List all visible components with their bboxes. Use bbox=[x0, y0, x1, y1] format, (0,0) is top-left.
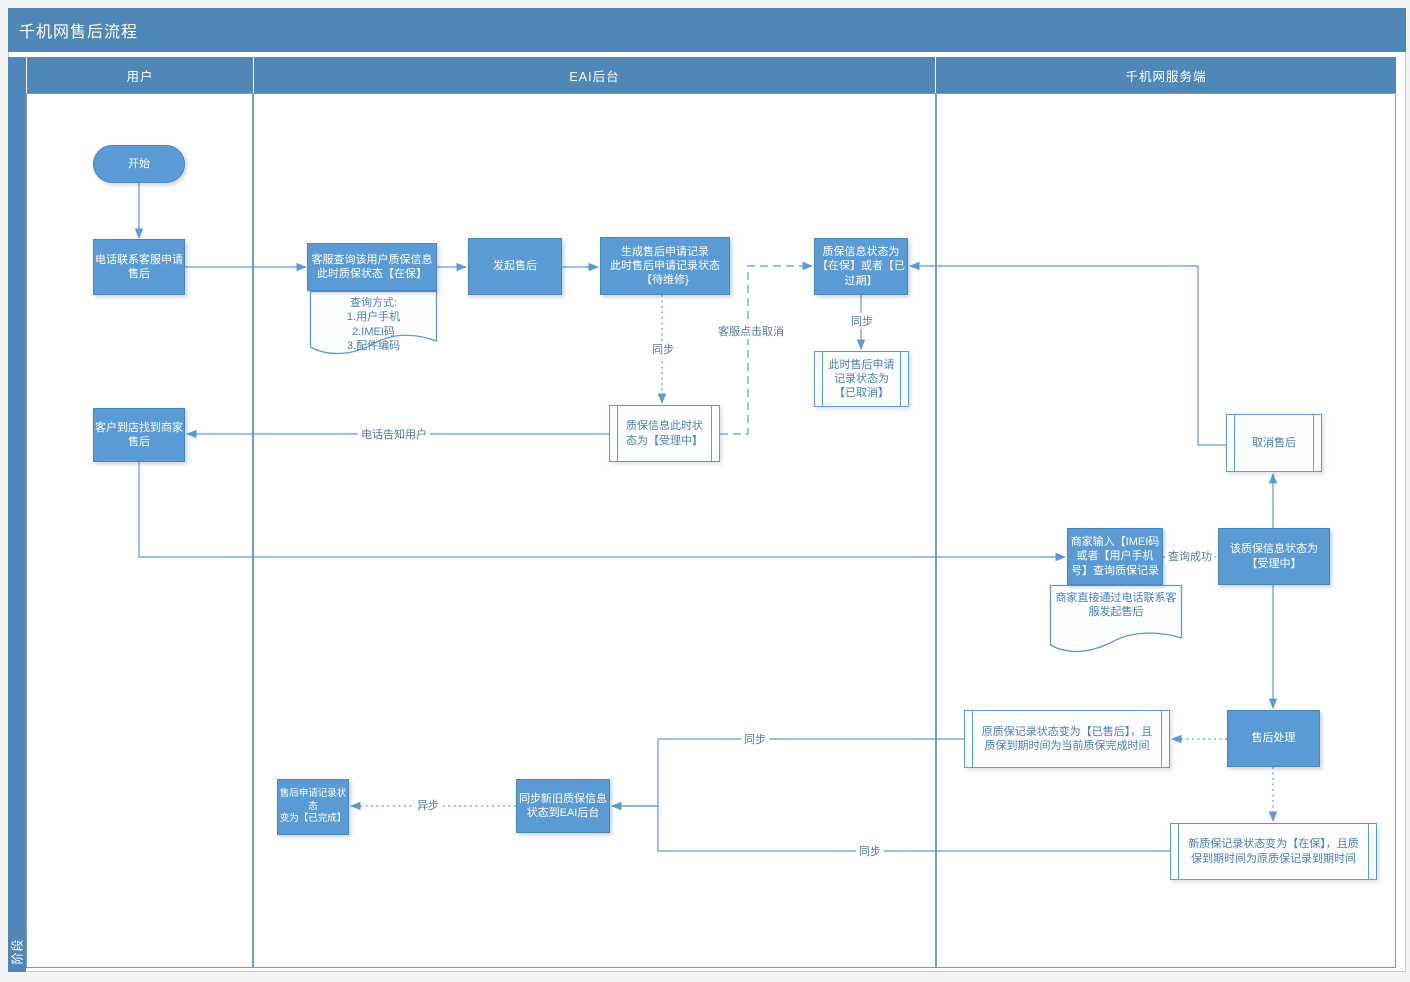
node-handle-label: 售后处理 bbox=[1251, 732, 1296, 745]
node-warranty-accepting-label: 质保信息此时状 态为【受理中】 bbox=[626, 420, 703, 447]
node-new-record: 新质保记录状态变为【在保】，且质 保到期时间为原质保记录到期时间 bbox=[1170, 823, 1377, 880]
node-record-done: 售后申请记录状态 变为【已完成】 bbox=[277, 779, 349, 835]
node-query-warranty-label: 客服查询该用户质保信息 此时质保状态【在保】 bbox=[311, 253, 433, 280]
lane-body-user bbox=[26, 93, 253, 968]
node-record-done-label: 售后申请记录状态 变为【已完成】 bbox=[279, 788, 347, 825]
diagram-title: 千机网售后流程 bbox=[19, 24, 139, 41]
document-merchant-phone-text: 商家直接通过电话联系客 服发起售后 bbox=[1055, 592, 1177, 619]
edge-label-sync-2: 同步 bbox=[848, 313, 876, 329]
phase-label: 阶段 bbox=[10, 938, 25, 965]
node-new-record-label: 新质保记录状态变为【在保】，且质 保到期时间为原质保记录到期时间 bbox=[1188, 838, 1359, 865]
node-initiate: 发起售后 bbox=[468, 238, 562, 295]
edge-label-phone-notify: 电话告知用户 bbox=[358, 426, 430, 442]
node-initiate-label: 发起售后 bbox=[493, 260, 537, 273]
node-record-cancelled-label: 此时售后申请 记录状态为 【已取消】 bbox=[828, 358, 895, 400]
document-query-methods-text: 查询方式: 1.用户手机 2.IMEI码 3.配件编码 bbox=[346, 297, 401, 352]
phase-strip: 阶段 bbox=[8, 57, 26, 972]
node-warranty-status-label: 质保信息状态为 【在保】或者【已 过期】 bbox=[817, 246, 905, 287]
node-visit-store: 客户到店找到商家 售后 bbox=[93, 408, 185, 462]
node-call-service-label: 电话联系客服申请 售后 bbox=[95, 253, 183, 280]
lane-header-user-label: 用户 bbox=[126, 69, 154, 84]
node-orig-record-label: 原质保记录状态变为【已售后】，且 质保到期时间为当前质保完成时间 bbox=[981, 725, 1153, 752]
node-merchant-input: 商家输入【IMEI码 或者【用户手机 号】查询质保记录 bbox=[1067, 528, 1163, 585]
edge-label-sync-3: 同步 bbox=[741, 731, 769, 747]
node-start-label: 开始 bbox=[128, 157, 150, 170]
node-start: 开始 bbox=[93, 145, 185, 183]
node-cancel-service-label: 取消售后 bbox=[1252, 436, 1296, 449]
node-record-cancelled: 此时售后申请 记录状态为 【已取消】 bbox=[814, 351, 909, 407]
node-create-record-label: 生成售后申请记录 此时售后申请记录状态 【待维修} bbox=[610, 245, 720, 287]
edge-label-async: 异步 bbox=[414, 797, 442, 813]
node-sync-to-eai: 同步新旧质保信息 状态到EAI后台 bbox=[516, 779, 610, 833]
node-visit-store-label: 客户到店找到商家 售后 bbox=[95, 421, 183, 448]
node-handle: 售后处理 bbox=[1227, 710, 1320, 767]
lane-header-server-label: 千机网服务端 bbox=[1125, 69, 1207, 84]
node-sync-to-eai-label: 同步新旧质保信息 状态到EAI后台 bbox=[519, 792, 607, 819]
lane-header-eai: EAI后台 bbox=[254, 57, 935, 93]
edge-label-sync-4: 同步 bbox=[856, 843, 884, 859]
node-merchant-input-label: 商家输入【IMEI码 或者【用户手机 号】查询质保记录 bbox=[1070, 536, 1160, 577]
node-call-service: 电话联系客服申请 售后 bbox=[93, 239, 185, 295]
node-query-warranty: 客服查询该用户质保信息 此时质保状态【在保】 bbox=[307, 243, 437, 291]
node-warranty-status: 质保信息状态为 【在保】或者【已 过期】 bbox=[814, 238, 908, 295]
edge-label-sync-1: 同步 bbox=[649, 341, 677, 357]
edge-label-service-cancel: 客服点击取消 bbox=[715, 323, 787, 339]
node-create-record: 生成售后申请记录 此时售后申请记录状态 【待维修} bbox=[600, 237, 730, 295]
node-info-accepting: 该质保信息状态为 【受理中】 bbox=[1218, 528, 1330, 585]
diagram-title-bar: 千机网售后流程 bbox=[8, 8, 1406, 52]
lane-header-server: 千机网服务端 bbox=[936, 57, 1396, 93]
node-orig-record: 原质保记录状态变为【已售后】，且 质保到期时间为当前质保完成时间 bbox=[964, 710, 1170, 768]
lane-body-eai bbox=[253, 93, 936, 968]
node-info-accepting-label: 该质保信息状态为 【受理中】 bbox=[1230, 543, 1318, 570]
node-cancel-service: 取消售后 bbox=[1226, 414, 1322, 472]
edge-label-query-success: 查询成功 bbox=[1165, 548, 1215, 564]
node-warranty-accepting: 质保信息此时状 态为【受理中】 bbox=[609, 405, 720, 462]
lane-header-eai-label: EAI后台 bbox=[569, 69, 620, 84]
lane-header-user: 用户 bbox=[27, 57, 253, 93]
